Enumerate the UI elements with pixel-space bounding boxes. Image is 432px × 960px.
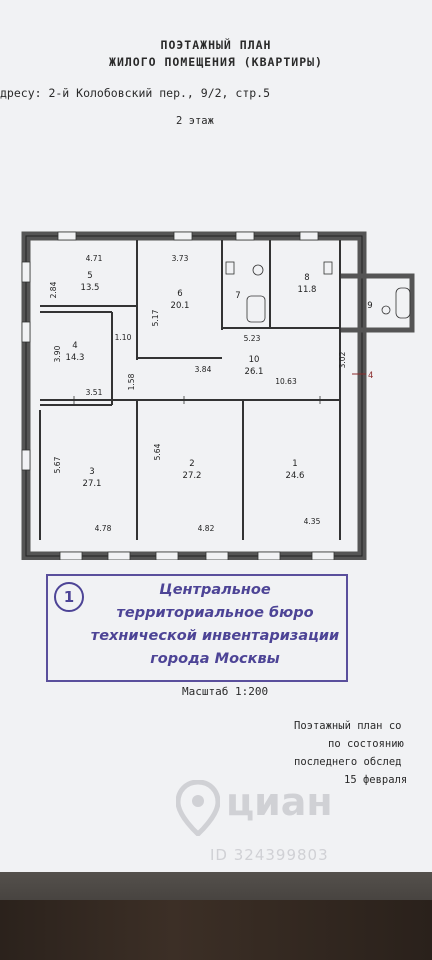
address-line: дресу: 2-й Колобовский пер., 9/2, стр.5	[0, 86, 271, 100]
room-10-area: 26.1	[245, 367, 264, 377]
room-4-area: 14.3	[66, 353, 85, 363]
room-3-area: 27.1	[83, 479, 102, 489]
dim-label: 5.64	[153, 443, 162, 460]
dim-label: 3.02	[338, 351, 347, 368]
document-subtitle: ЖИЛОГО ПОМЕЩЕНИЯ (КВАРТИРЫ)	[109, 55, 323, 69]
floor-label: 2 этаж	[176, 115, 214, 127]
dim-label: 5.67	[53, 456, 62, 473]
floor-plan: 5 13.5 6 20.1 7 8 11.8 9 4 14.3 10 26.1 …	[21, 231, 415, 560]
room-1-area: 24.6	[286, 471, 305, 481]
entrance-marker: 4	[368, 371, 373, 381]
stamp-line: города Москвы	[150, 651, 280, 667]
room-7-number: 7	[235, 291, 240, 301]
stamp-number: 1	[54, 582, 84, 612]
dim-label: 1.10	[115, 333, 132, 342]
dim-label: 3.90	[53, 345, 62, 362]
note-line: 15 февраля	[344, 774, 408, 786]
room-6-number: 6	[177, 289, 182, 299]
dim-label: 3.84	[195, 365, 212, 374]
watermark-id: ID 324399803	[210, 846, 329, 864]
dim-label: 3.51	[86, 388, 103, 397]
note-line: последнего обслед	[294, 756, 402, 768]
dim-label: 4.35	[304, 517, 321, 526]
map-pin-icon	[176, 780, 220, 836]
scale-label: Масштаб 1:200	[182, 685, 269, 698]
room-10-number: 10	[249, 355, 260, 365]
dim-label: 4.78	[95, 524, 112, 533]
dim-label: 4.82	[198, 524, 215, 533]
room-8-number: 8	[304, 273, 309, 283]
dim-label: 2.84	[49, 281, 58, 298]
document-page: ПОЭТАЖНЫЙ ПЛАН ЖИЛОГО ПОМЕЩЕНИЯ (КВАРТИР…	[0, 0, 432, 872]
dim-label: 5.17	[151, 309, 160, 326]
stamp-line: территориальное бюро	[116, 605, 314, 621]
outer-wall	[21, 231, 367, 560]
watermark-brand: циан	[226, 780, 333, 824]
room-9-number: 9	[367, 301, 372, 311]
room-5-area: 13.5	[81, 283, 100, 293]
dim-label: 3.73	[172, 254, 189, 263]
room-2-number: 2	[189, 459, 194, 469]
room-1-number: 1	[292, 459, 297, 469]
room-5-number: 5	[87, 271, 92, 281]
dim-label: 1.58	[127, 373, 136, 390]
document-title: ПОЭТАЖНЫЙ ПЛАН	[160, 38, 272, 52]
dim-label: 4.71	[86, 254, 103, 263]
dim-label: 10.63	[275, 377, 297, 386]
note-line: Поэтажный план со	[294, 720, 402, 732]
inventory-stamp: 1 Центральное территориальное бюро техни…	[46, 574, 348, 682]
room-6-area: 20.1	[171, 301, 190, 311]
room-4-number: 4	[72, 341, 77, 351]
room-3-number: 3	[89, 467, 94, 477]
dim-label: 5.23	[244, 334, 261, 343]
room-8-area: 11.8	[298, 285, 317, 295]
room-2-area: 27.2	[183, 471, 202, 481]
table-surface	[0, 900, 432, 960]
note-line: по состоянию	[328, 738, 404, 750]
stamp-line: Центральное	[159, 582, 271, 598]
stamp-line: технической инвентаризации	[90, 628, 340, 644]
